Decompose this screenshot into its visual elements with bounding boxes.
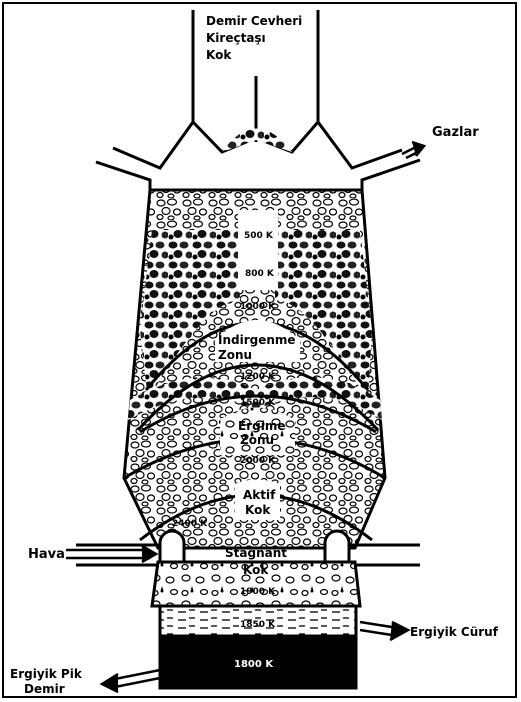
temp-1500: 1500 K	[240, 398, 276, 408]
temp-1000: 1000 K	[240, 302, 276, 312]
input-iron-ore: Demir Cevheri	[206, 14, 302, 28]
temp-1200: 1200 K	[240, 372, 276, 382]
zone-melting-line1: Ergime	[238, 419, 285, 433]
input-air: Hava	[28, 547, 65, 562]
output-gases: Gazlar	[432, 125, 479, 140]
input-limestone: Kireçtaşı	[206, 31, 266, 45]
temp-1850: 1850 K	[240, 620, 276, 630]
zone-active-line2: Kok	[245, 503, 271, 517]
temp-800: 800 K	[245, 269, 275, 279]
output-iron-line1: Ergiyik Pik	[10, 667, 83, 681]
temp-2000: 2000 K	[240, 456, 276, 466]
temp-1800: 1800 K	[234, 659, 274, 670]
zone-reduction-line1: İndirgenme	[218, 332, 296, 347]
zone-stagnant-line1: Stagnant	[225, 546, 287, 560]
zone-reduction-line2: Zonu	[218, 348, 252, 362]
temp-2400: 2400 K	[172, 519, 208, 529]
temp-500: 500 K	[244, 231, 274, 241]
output-slag: Ergiyik Cüruf	[410, 625, 499, 639]
output-iron-line2: Demir	[24, 682, 65, 696]
zone-stagnant-line2: Kok	[243, 563, 269, 577]
temp-1900: 1900 K	[240, 587, 276, 597]
zone-melting-line2: Zonu	[240, 433, 274, 447]
input-coke: Kok	[206, 48, 232, 62]
zone-active-line1: Aktif	[243, 488, 276, 502]
